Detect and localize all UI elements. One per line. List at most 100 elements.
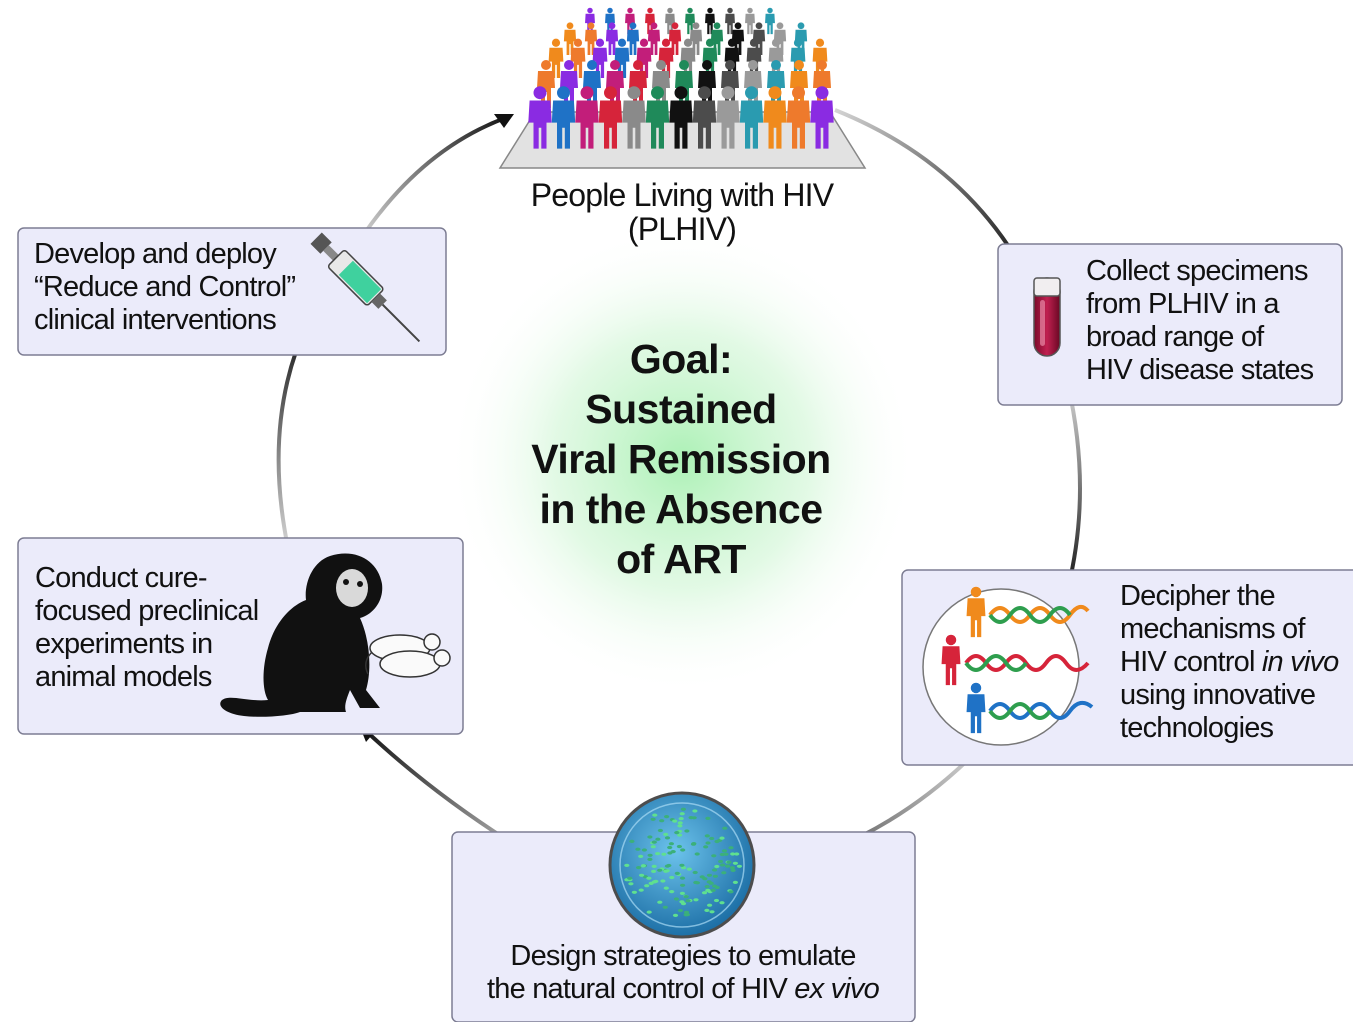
bacteria-dot xyxy=(663,832,669,837)
bacteria-dot xyxy=(693,880,699,885)
bacteria-dot xyxy=(664,815,670,819)
collect-line: Collect specimens xyxy=(1086,255,1309,287)
bacteria-dot xyxy=(655,837,661,841)
bacteria-dot xyxy=(709,836,715,841)
bacteria-dot xyxy=(655,852,661,856)
bacteria-dot xyxy=(692,870,698,875)
design-line: the natural control of HIV ex vivo xyxy=(458,973,908,1006)
bacteria-dot xyxy=(659,819,665,823)
bacteria-dot xyxy=(707,903,713,907)
conduct-line: animal models xyxy=(35,661,212,693)
bacteria-dot xyxy=(677,821,683,825)
bacteria-dot xyxy=(692,809,698,813)
bacteria-dot xyxy=(672,913,679,918)
bacteria-dot xyxy=(702,877,708,881)
bacteria-dot xyxy=(646,910,652,914)
dna-people-icon xyxy=(922,586,1094,746)
develop-line: Develop and deploy xyxy=(34,238,277,270)
bacteria-dot xyxy=(722,826,728,830)
bacteria-dot xyxy=(674,831,680,835)
bacteria-dot xyxy=(703,845,709,849)
conduct-step-text: Conduct cure- focused preclinical experi… xyxy=(35,562,259,694)
bacteria-dot xyxy=(717,838,723,843)
bacteria-dot xyxy=(672,819,678,823)
decipher-line-italic: in vivo xyxy=(1261,646,1339,678)
bacteria-dot xyxy=(638,854,644,859)
bacteria-dot xyxy=(679,900,685,904)
conduct-line: focused preclinical xyxy=(35,595,259,627)
crowd-person xyxy=(765,7,775,35)
bacteria-dot xyxy=(680,883,686,887)
bacteria-dot xyxy=(647,835,653,839)
bacteria-dot xyxy=(640,864,647,868)
bacteria-dot xyxy=(708,881,714,885)
bacteria-dot xyxy=(694,852,700,856)
bacteria-dot xyxy=(730,868,736,873)
bacteria-dot xyxy=(624,863,630,868)
goal-line: Goal: xyxy=(629,336,733,382)
bacteria-dot xyxy=(678,817,684,821)
bacteria-dot xyxy=(705,888,711,893)
bacteria-dot xyxy=(684,913,691,917)
bacteria-dot xyxy=(664,864,671,868)
bacteria-dot xyxy=(728,890,734,894)
bacteria-dot xyxy=(677,908,684,913)
bacteria-dot xyxy=(710,888,716,893)
bacteria-dot xyxy=(657,868,663,872)
plhiv-abbrev-line: (PLHIV) xyxy=(627,211,737,247)
conduct-line: experiments in xyxy=(35,628,213,660)
conduct-line: Conduct cure- xyxy=(35,562,208,594)
bacteria-dot xyxy=(638,888,644,892)
plhiv-label: People Living with HIV (PLHIV) xyxy=(470,178,894,246)
bacteria-dot xyxy=(664,869,670,873)
bacteria-dot xyxy=(676,844,683,849)
syringe-icon xyxy=(310,232,421,343)
bacteria-dot xyxy=(721,849,728,853)
collect-line: broad range of xyxy=(1086,321,1264,353)
bacteria-dot xyxy=(679,863,685,867)
bacteria-dot xyxy=(673,897,680,901)
collect-line: from PLHIV in a xyxy=(1086,288,1279,320)
center-glow xyxy=(447,225,917,695)
bacteria-dot xyxy=(705,816,711,821)
bacteria-dot xyxy=(664,836,671,840)
design-line-italic: ex vivo xyxy=(794,973,879,1005)
bacteria-dot xyxy=(660,879,666,883)
collect-line: HIV disease states xyxy=(1086,354,1314,386)
decipher-line: mechanisms of xyxy=(1120,613,1305,645)
bacteria-dot xyxy=(629,839,635,844)
bacteria-dot xyxy=(650,845,656,849)
design-line: Design strategies to emulate xyxy=(510,940,856,972)
bacteria-dot xyxy=(704,908,710,913)
goal-line: Viral Remission xyxy=(531,436,831,482)
goal-line: of ART xyxy=(616,536,746,582)
crowd-person xyxy=(745,7,755,35)
bacteria-dot xyxy=(732,880,739,885)
develop-line: clinical interventions xyxy=(34,304,277,336)
bacteria-dot xyxy=(657,900,663,904)
petri-dish-icon xyxy=(608,791,756,939)
bacteria-dot xyxy=(704,834,710,838)
bacteria-dot xyxy=(725,864,731,868)
bacteria-dot xyxy=(712,868,718,872)
bacteria-dot xyxy=(684,829,690,833)
goal-text: Goal: Sustained Viral Remission in the A… xyxy=(480,334,882,584)
bacteria-dot xyxy=(683,895,689,899)
bacteria-dot xyxy=(704,885,710,889)
bacteria-dot xyxy=(636,866,642,870)
design-step-text: Design strategies to emulate the natural… xyxy=(458,940,908,1006)
bacteria-dot xyxy=(669,875,675,880)
decipher-line: using innovative xyxy=(1120,679,1316,711)
bacteria-dot xyxy=(667,845,673,850)
bacteria-dot xyxy=(627,876,633,880)
bacteria-dot xyxy=(667,851,673,855)
bacteria-dot xyxy=(681,866,687,870)
monkey-mice-icon xyxy=(220,553,451,717)
bacteria-dot xyxy=(709,910,715,914)
decipher-line: HIV control in vivo xyxy=(1120,646,1339,679)
bacteria-dot xyxy=(730,852,736,856)
bacteria-dot xyxy=(726,860,732,864)
bacteria-dot xyxy=(679,891,686,896)
box-collect xyxy=(997,243,1343,406)
